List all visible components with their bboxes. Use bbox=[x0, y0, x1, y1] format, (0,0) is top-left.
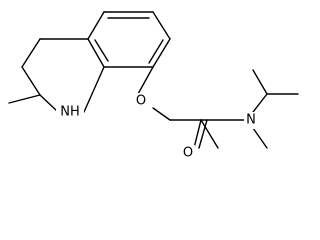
bond bbox=[252, 93, 268, 113]
label-background bbox=[56, 104, 84, 121]
amide-nitrogen-label: N bbox=[246, 113, 256, 128]
bond bbox=[83, 66, 105, 113]
double-bond-inner bbox=[198, 119, 208, 149]
label-background bbox=[134, 93, 148, 110]
bond bbox=[87, 38, 105, 68]
bond bbox=[152, 11, 171, 40]
bond bbox=[39, 94, 59, 113]
label-background bbox=[181, 145, 195, 162]
bond bbox=[8, 94, 41, 104]
bond bbox=[193, 119, 202, 149]
nh-label: NH bbox=[60, 105, 80, 120]
bond bbox=[152, 107, 171, 121]
saturated-ring bbox=[8, 38, 105, 113]
aromatic-ring bbox=[87, 11, 171, 68]
bond bbox=[21, 66, 41, 96]
bond bbox=[252, 69, 268, 95]
bond bbox=[137, 66, 154, 95]
bond bbox=[200, 119, 219, 149]
carbonyl-oxygen-label: O bbox=[183, 146, 193, 161]
atom-labels: NH O O N bbox=[56, 93, 258, 162]
label-background bbox=[244, 112, 258, 129]
bond bbox=[87, 11, 105, 40]
side-chain bbox=[137, 66, 299, 149]
bond bbox=[152, 38, 171, 68]
molecule-structure: NH O O N bbox=[8, 11, 299, 162]
ether-oxygen-label: O bbox=[136, 94, 146, 109]
double-bond-inner bbox=[94, 39, 109, 62]
bond bbox=[21, 38, 41, 68]
bond bbox=[252, 127, 268, 149]
double-bond-inner bbox=[148, 39, 164, 64]
